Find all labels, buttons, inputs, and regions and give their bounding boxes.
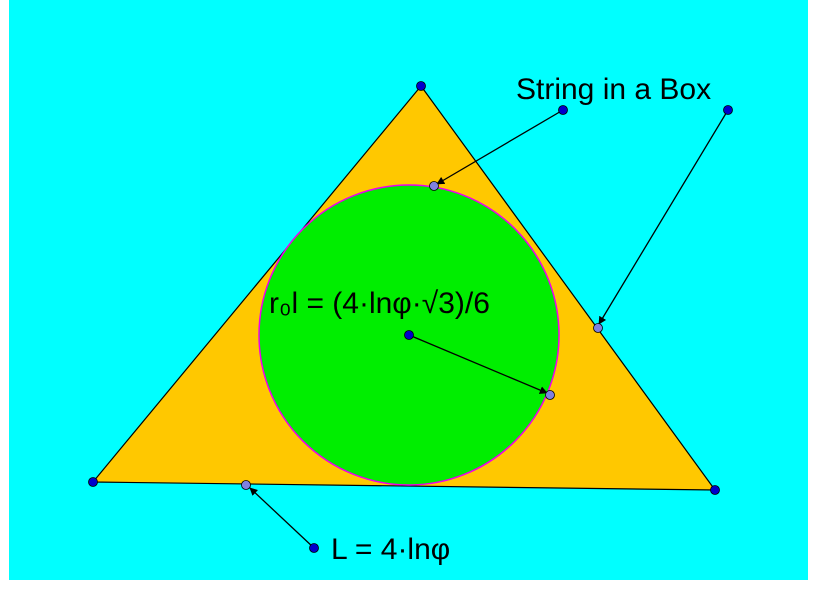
length-anchor-point[interactable] [309,543,319,553]
title-anchor-point-right[interactable] [723,105,733,115]
diagram-canvas: String in a Box r₀l = (4·lnφ·√3)/6 L = 4… [9,0,808,580]
base-point[interactable] [241,480,251,490]
title-anchor-point-left[interactable] [558,105,568,115]
radius-label: r₀l = (4·lnφ·√3)/6 [269,287,490,320]
diagram-svg: String in a Box r₀l = (4·lnφ·√3)/6 L = 4… [88,73,733,566]
triangle-side-point[interactable] [593,323,603,333]
arrow-title-to-circle-top [436,109,564,185]
vertex-top-point[interactable] [416,81,426,91]
arrow-title-to-triangle-side [598,109,729,325]
vertex-right-point[interactable] [710,485,720,495]
vertex-left-point[interactable] [88,477,98,487]
points [88,81,733,553]
arrow-length-label-to-base [249,487,315,549]
center-point[interactable] [404,330,414,340]
length-label: L = 4·lnφ [331,533,450,566]
radius-arrow [408,334,548,394]
circle-top-point[interactable] [429,181,439,191]
title-label: String in a Box [516,73,711,106]
circle-radius-end-point[interactable] [545,390,555,400]
